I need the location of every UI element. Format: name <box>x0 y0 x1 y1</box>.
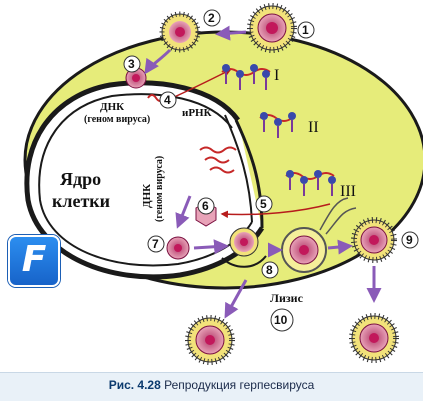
step-number-6: 6 <box>197 197 215 215</box>
step-number-2: 2 <box>203 9 221 27</box>
released-virion-9-icon <box>351 217 397 263</box>
protein-transport-arrow <box>220 203 331 219</box>
svg-text:4: 4 <box>164 93 171 107</box>
capsid-3-icon <box>125 67 147 89</box>
polysome-phase-3 <box>285 170 336 196</box>
svg-text:10: 10 <box>274 313 288 327</box>
step-number-10: 10 <box>270 308 294 332</box>
uncoating-arrow <box>144 48 172 75</box>
mrna-strands <box>204 156 230 164</box>
figure-caption: Рис. 4.28 Репродукция герпесвируса <box>0 378 423 392</box>
svg-text:1: 1 <box>302 23 309 37</box>
polysome-phase-1 <box>221 64 271 90</box>
svg-text:7: 7 <box>152 237 159 251</box>
phase-label-3: III <box>340 183 356 200</box>
endoplasmic-reticulum <box>234 119 264 229</box>
golgi-strands <box>325 207 357 235</box>
brand-logo-badge: F <box>8 235 60 287</box>
svg-text:9: 9 <box>406 233 413 247</box>
golgi-strands <box>319 197 349 231</box>
virion-1-icon <box>247 3 297 53</box>
svg-text:2: 2 <box>208 11 215 25</box>
figure-title: Репродукция герпесвируса <box>164 378 315 392</box>
phase-label-2: II <box>308 119 319 136</box>
lysis-label: Лизис <box>270 291 304 305</box>
virion-2-icon <box>159 11 201 53</box>
svg-text:8: 8 <box>266 263 273 277</box>
exocytosis-arrow <box>327 239 353 255</box>
svg-text:(геном вируса): (геном вируса) <box>154 156 165 222</box>
nucleus-label-1: Ядро <box>60 169 101 189</box>
svg-text:6: 6 <box>202 199 209 213</box>
nuclear-exit-arrow <box>193 239 229 255</box>
svg-text:ДНК: ДНК <box>141 184 153 208</box>
entry-arrow <box>215 25 247 41</box>
dna-genome-label-1: ДНК <box>100 101 124 113</box>
mrna-strands <box>199 146 237 154</box>
step-number-5: 5 <box>255 195 273 213</box>
svg-text:5: 5 <box>260 197 267 211</box>
virion-bottom-right-icon <box>349 313 399 363</box>
capsid-7-icon <box>166 236 190 260</box>
diagram-canvas: Ядро клетки ДНК (геном вируса) иРНК ДНК … <box>23 3 423 365</box>
step-number-3: 3 <box>123 55 141 73</box>
cell-nucleus <box>24 80 265 280</box>
step-number-9: 9 <box>401 231 419 249</box>
polysome-phase-2 <box>259 112 296 138</box>
vesicle-virion-icon <box>281 227 327 273</box>
nucleus-label-2: клетки <box>52 191 110 211</box>
dna-genome-label-2: (геном вируса) <box>84 114 150 125</box>
endoplasmic-reticulum <box>224 114 253 223</box>
step-number-1: 1 <box>297 21 315 39</box>
step-number-4: 4 <box>159 91 177 109</box>
dna-vertical-label: ДНК (геном вируса) <box>141 156 165 222</box>
virion-bottom-left-icon <box>185 315 235 365</box>
mrna-strands <box>209 166 235 174</box>
figure-number: Рис. 4.28 <box>108 378 161 392</box>
assembly-arrow <box>175 195 192 229</box>
step-number-8: 8 <box>261 261 279 279</box>
transcription-arrow <box>171 69 232 99</box>
caption-bar <box>0 372 423 401</box>
lysis-arrow <box>224 279 248 319</box>
mrna-label: иРНК <box>182 107 212 119</box>
budding-virion-icon <box>221 227 267 268</box>
step-number-7: 7 <box>147 235 165 253</box>
svg-text:3: 3 <box>128 57 135 71</box>
phase-label-1: I <box>274 67 279 84</box>
